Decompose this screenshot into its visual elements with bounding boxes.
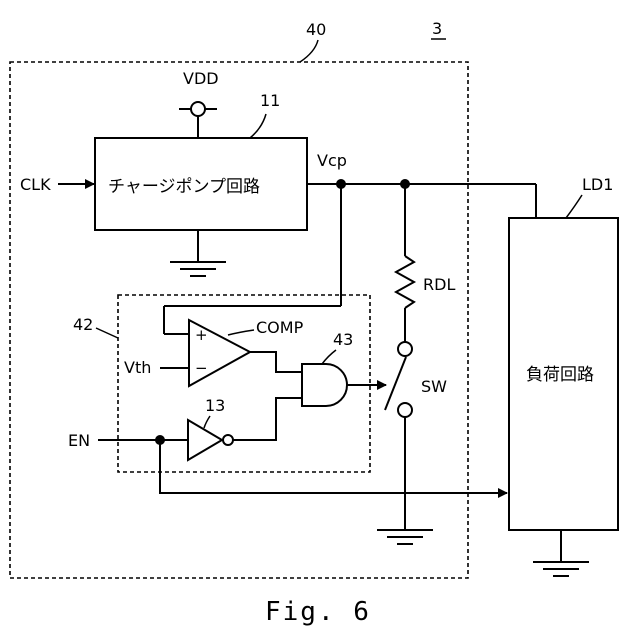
block-42-leader (96, 328, 118, 338)
comp-to-and-wire (250, 352, 302, 372)
switch-blade (385, 357, 406, 410)
block-40-leader (300, 40, 318, 62)
vcp-label: Vcp (317, 151, 347, 170)
load-ref-leader (566, 195, 582, 218)
comparator-minus: − (195, 359, 208, 377)
inverter-leader (204, 416, 210, 428)
and-gate-leader (322, 350, 336, 364)
block-40-ref-label: 40 (306, 20, 326, 39)
comparator-plus: + (195, 326, 208, 344)
vth-label: Vth (124, 358, 151, 377)
charge-pump-leader (250, 114, 266, 138)
load-ref-label: LD1 (582, 175, 613, 194)
system-ref-label: 3 (432, 19, 442, 38)
switch-top-terminal (398, 342, 412, 356)
and-gate (302, 364, 347, 406)
inverter-to-and-wire (233, 398, 302, 440)
rdl-label: RDL (423, 275, 455, 294)
clk-label: CLK (20, 175, 51, 194)
en-to-load-wire (160, 440, 507, 493)
en-label: EN (68, 431, 90, 450)
comparator-label: COMP (256, 318, 304, 337)
and-gate-ref-label: 43 (333, 330, 353, 349)
figure-caption: Fig. 6 (265, 597, 371, 627)
inverter-bubble (223, 435, 233, 445)
charge-pump-ref-label: 11 (260, 91, 280, 110)
load-circuit-name: 負荷回路 (526, 365, 594, 385)
charge-pump-name: チャージポンプ回路 (108, 177, 260, 197)
inverter-ref-label: 13 (205, 396, 225, 415)
switch-label: SW (421, 377, 447, 396)
vdd-label: VDD (183, 69, 219, 88)
switch-bottom-terminal (398, 403, 412, 417)
vdd-terminal (191, 102, 205, 116)
rdl-resistor (396, 256, 414, 308)
block-42-ref-label: 42 (73, 315, 93, 334)
comparator-leader (228, 330, 254, 335)
